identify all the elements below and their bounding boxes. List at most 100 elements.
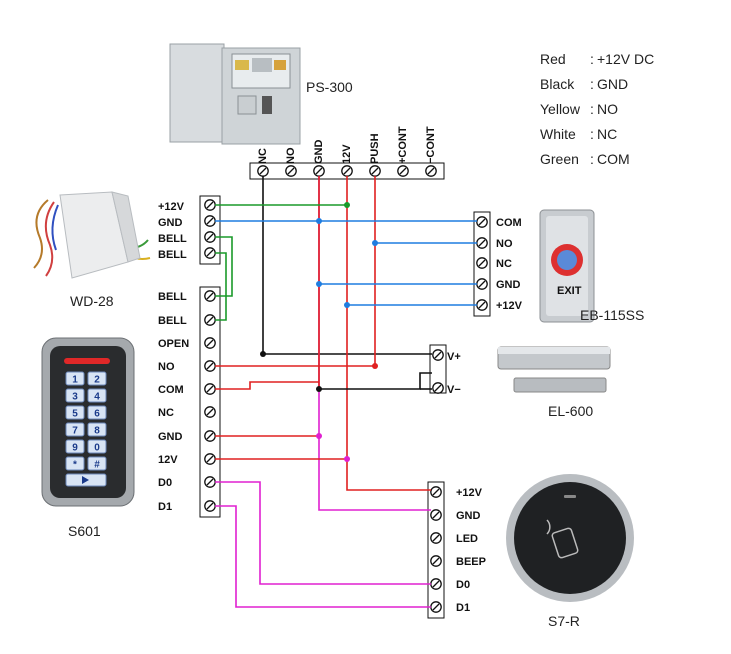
legend-black-sep: : — [590, 76, 594, 92]
ps-screw-6 — [425, 165, 437, 177]
legend-white-meaning: NC — [597, 126, 617, 142]
keypad-key — [87, 456, 107, 471]
power-supply-terminal-labels: NC NO GND 12V PUSH +CONT −CONT — [257, 126, 437, 164]
ps-label-12v: 12V — [341, 144, 353, 164]
eb-screw-2 — [476, 257, 488, 269]
bell-key-icon — [82, 476, 89, 484]
keypad-key-label: 2 — [94, 375, 100, 386]
lock-name: EL-600 — [548, 403, 593, 419]
keypad-key-label: 8 — [94, 426, 100, 437]
wire-bell-2 — [215, 252, 227, 321]
rd-screw-4 — [430, 578, 442, 590]
eb-label-2: NC — [496, 258, 512, 270]
keypad-key-label: 0 — [94, 443, 100, 454]
keypad-key-label: 7 — [72, 426, 78, 437]
lock-image — [497, 346, 611, 393]
keypad-key-label: 5 — [72, 409, 78, 420]
color-legend: Red : +12V DC Black : GND Yellow : NO Wh… — [540, 51, 654, 167]
ps-screw-3 — [341, 165, 353, 177]
keypad-key — [87, 439, 107, 454]
rd-screw-1 — [430, 509, 442, 521]
kt-screw-3 — [204, 247, 216, 259]
keypad-key — [65, 371, 85, 386]
kt-label-gnd: GND — [158, 217, 183, 229]
rd-label-1: GND — [456, 510, 481, 522]
eb-screw-4 — [476, 299, 488, 311]
keypad-key-label: * — [73, 460, 77, 471]
legend-red-sep: : — [590, 51, 594, 67]
km-label-7: 12V — [158, 454, 178, 466]
km-screw-6 — [204, 430, 216, 442]
legend-yellow-meaning: NO — [597, 101, 618, 117]
keypad-key — [87, 371, 107, 386]
ps-label-gnd: GND — [313, 140, 325, 165]
ps-screw-2 — [313, 165, 325, 177]
keypad-key — [65, 422, 85, 437]
legend-green-sep: : — [590, 151, 594, 167]
lock-label-vplus: V+ — [447, 351, 461, 363]
ps-label-push: PUSH — [369, 133, 381, 164]
ps-label-mcont: −CONT — [425, 126, 437, 164]
eb-screw-0 — [476, 216, 488, 228]
keypad-key — [87, 405, 107, 420]
ps-label-nc: NC — [257, 148, 269, 164]
ps-label-no: NO — [285, 147, 297, 164]
junction-dot — [344, 202, 350, 208]
km-label-8: D0 — [158, 477, 172, 489]
keypad-key — [87, 388, 107, 403]
legend-green-meaning: COM — [597, 151, 630, 167]
keypad-key-label: 3 — [72, 392, 78, 403]
km-screw-9 — [204, 500, 216, 512]
junction-dot — [316, 281, 322, 287]
km-screw-1 — [204, 314, 216, 326]
junction-dot — [344, 302, 350, 308]
km-screw-4 — [204, 383, 216, 395]
km-label-0: BELL — [158, 291, 187, 303]
junction-dot — [372, 240, 378, 246]
eb-screw-3 — [476, 278, 488, 290]
junction-dot — [316, 386, 322, 392]
rd-label-0: +12V — [456, 487, 483, 499]
km-label-4: COM — [158, 384, 184, 396]
power-supply-image — [169, 43, 301, 145]
junction-dot — [316, 433, 322, 439]
keypad-key-label: 6 — [94, 409, 100, 420]
kt-label-bell2: BELL — [158, 249, 187, 261]
keypad-key-label: 4 — [94, 392, 100, 403]
lock-label-vminus: V− — [447, 384, 461, 396]
keypad-key — [65, 456, 85, 471]
rd-label-2: LED — [456, 533, 478, 545]
rd-label-3: BEEP — [456, 556, 486, 568]
kt-label-12v: +12V — [158, 201, 185, 213]
kt-label-bell1: BELL — [158, 233, 187, 245]
km-label-5: NC — [158, 407, 174, 419]
exit-button-face-text: EXIT — [557, 285, 582, 297]
keypad-key — [87, 422, 107, 437]
junction-dot — [372, 363, 378, 369]
reader-name: S7-R — [548, 613, 580, 629]
kt-screw-0 — [204, 199, 216, 211]
power-supply-terminal-block — [249, 162, 445, 180]
exit-button-image: EXIT — [539, 209, 595, 323]
rd-screw-0 — [430, 486, 442, 498]
legend-black-meaning: GND — [597, 76, 628, 92]
keypad-key — [65, 388, 85, 403]
keypad-key-label: 9 — [72, 443, 78, 454]
legend-yellow-color: Yellow — [540, 101, 581, 117]
lock-terminal-block: V+ V− — [429, 344, 461, 396]
km-label-6: GND — [158, 431, 183, 443]
ps-screw-4 — [369, 165, 381, 177]
keypad-key — [65, 405, 85, 420]
km-label-2: OPEN — [158, 338, 189, 350]
wire-km-d0 — [215, 481, 431, 585]
wire-km-com — [215, 381, 319, 390]
reader-image — [506, 474, 634, 602]
km-label-1: BELL — [158, 315, 187, 327]
keypad-name: S601 — [68, 523, 101, 539]
junction-dot — [260, 351, 266, 357]
